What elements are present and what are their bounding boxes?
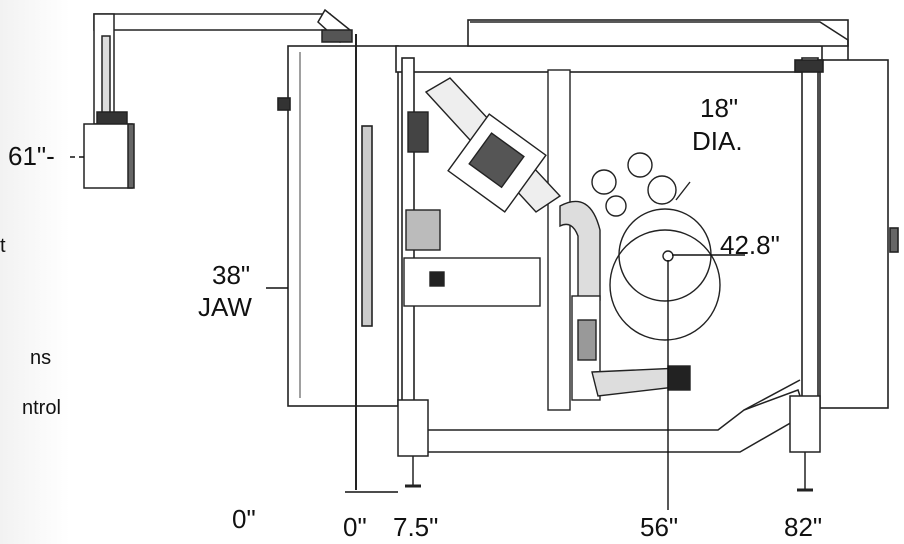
enclosure bbox=[277, 19, 899, 490]
left-0-label: 0" bbox=[232, 504, 256, 534]
dim-42-8-label: 42.8" bbox=[720, 230, 780, 260]
internal-mechanism bbox=[403, 69, 721, 411]
jaw-word-label: JAW bbox=[198, 292, 252, 322]
base-frame bbox=[397, 379, 821, 492]
side-text-partial-2: ntrol bbox=[22, 397, 61, 419]
side-text-partial-1: ns bbox=[30, 347, 52, 369]
dia-18-label: 18" bbox=[700, 93, 739, 123]
side-text-partial-3: t bbox=[0, 235, 6, 257]
background-fade bbox=[0, 0, 70, 544]
height-61-label: 61"- bbox=[8, 141, 55, 171]
bottom-56-label: 56" bbox=[640, 512, 679, 542]
bottom-7-5-label: 7.5" bbox=[393, 512, 439, 542]
bottom-82-label: 82" bbox=[784, 512, 823, 542]
bottom-0-label: 0" bbox=[343, 512, 367, 542]
dia-word-label: DIA. bbox=[692, 126, 743, 156]
overhead-arm bbox=[93, 8, 353, 125]
control-pendant bbox=[83, 111, 135, 189]
jaw-38-label: 38" bbox=[212, 260, 251, 290]
dimension-lines bbox=[70, 156, 745, 510]
